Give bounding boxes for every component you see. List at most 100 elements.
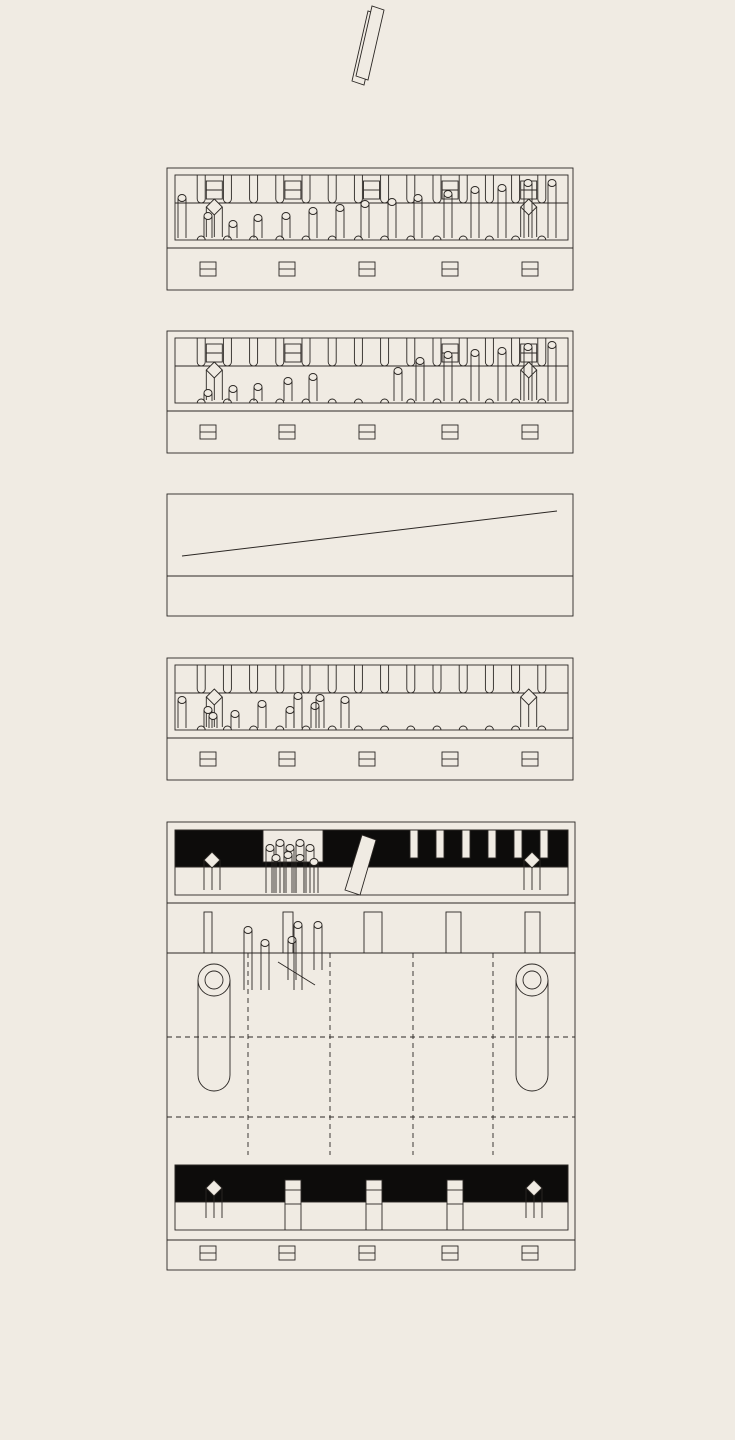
bottom-notch <box>537 398 547 404</box>
top-slot <box>380 175 390 204</box>
peg <box>177 700 187 728</box>
peg-top <box>265 844 275 852</box>
peg <box>387 202 397 238</box>
peg <box>470 190 480 238</box>
peg-top <box>308 207 318 215</box>
top-slot <box>327 665 337 694</box>
bottom-notch <box>406 725 416 731</box>
top-slot <box>222 665 232 694</box>
slot-frame <box>174 337 569 404</box>
peg-top <box>335 204 345 212</box>
bottom-notch <box>432 235 442 241</box>
peg-top <box>497 347 507 355</box>
top-slot <box>432 338 442 367</box>
peg-top <box>208 712 218 720</box>
peg <box>523 183 533 238</box>
top-slot <box>511 338 521 367</box>
peg <box>177 198 187 238</box>
gate-slot <box>445 911 462 954</box>
top-slot <box>327 175 337 204</box>
bottom-notch <box>222 725 232 731</box>
top-slot <box>222 175 232 204</box>
peg-top <box>443 351 453 359</box>
upper-frame <box>174 829 569 896</box>
bottom-notch <box>406 235 416 241</box>
peg-top <box>310 702 320 710</box>
peg <box>497 188 507 238</box>
top-slot <box>406 665 416 694</box>
peg-top <box>547 341 557 349</box>
peg-top <box>308 373 318 381</box>
diamond-block <box>520 361 538 379</box>
panel-4 <box>166 5 574 781</box>
peg <box>547 345 557 401</box>
peg <box>243 930 253 990</box>
bottom-notch <box>327 398 337 404</box>
band-slot <box>487 829 497 859</box>
peg <box>208 716 218 728</box>
peg <box>283 381 293 401</box>
panel-3 <box>166 493 574 617</box>
peg <box>308 211 318 238</box>
peg-top <box>309 858 319 866</box>
panel-outline <box>166 821 576 1271</box>
peg-top <box>340 696 350 704</box>
top-slot <box>458 175 468 204</box>
column-body <box>197 980 231 1092</box>
column-core <box>204 970 224 990</box>
peg <box>393 371 403 401</box>
peg-top <box>470 186 480 194</box>
top-slot <box>275 665 285 694</box>
peg <box>310 706 320 728</box>
top-slot <box>327 338 337 367</box>
band-slot <box>539 829 549 859</box>
diamond-block <box>520 688 538 706</box>
peg <box>497 351 507 401</box>
peg <box>360 204 370 238</box>
peg-top <box>253 214 263 222</box>
top-slot <box>458 665 468 694</box>
peg <box>305 848 315 893</box>
peg <box>271 858 281 893</box>
peg <box>295 858 305 893</box>
peg-top <box>523 179 533 187</box>
peg <box>293 696 303 728</box>
peg <box>228 224 238 238</box>
top-slot <box>458 338 468 367</box>
gate-slot <box>363 911 383 954</box>
peg-top <box>523 343 533 351</box>
bottom-notch <box>301 398 311 404</box>
peg-top <box>260 939 270 947</box>
bottom-notch <box>380 235 390 241</box>
pier <box>284 1179 302 1205</box>
top-slot <box>511 665 521 694</box>
peg-top <box>243 926 253 934</box>
peg <box>335 208 345 238</box>
top-slot <box>196 175 206 204</box>
bottom-notch <box>249 725 259 731</box>
peg <box>315 698 325 728</box>
top-slot <box>380 665 390 694</box>
peg <box>313 925 323 970</box>
bottom-notch <box>484 235 494 241</box>
bottom-notch <box>511 725 521 731</box>
top-slot <box>406 338 416 367</box>
tilted-block <box>344 834 377 896</box>
band-slot <box>513 829 523 859</box>
gate-slot <box>203 911 213 954</box>
peg <box>260 943 270 990</box>
bottom-notch <box>222 398 232 404</box>
gate-slot <box>524 911 541 954</box>
bottom-notch <box>458 235 468 241</box>
top-slot <box>249 665 259 694</box>
top-slot <box>301 665 311 694</box>
diamond-block <box>520 198 538 216</box>
top-slot <box>353 175 363 204</box>
peg <box>253 387 263 401</box>
bottom-notch <box>511 235 521 241</box>
bottom-notch <box>327 725 337 731</box>
peg-top <box>387 198 397 206</box>
peg-top <box>470 349 480 357</box>
bottom-notch <box>432 398 442 404</box>
